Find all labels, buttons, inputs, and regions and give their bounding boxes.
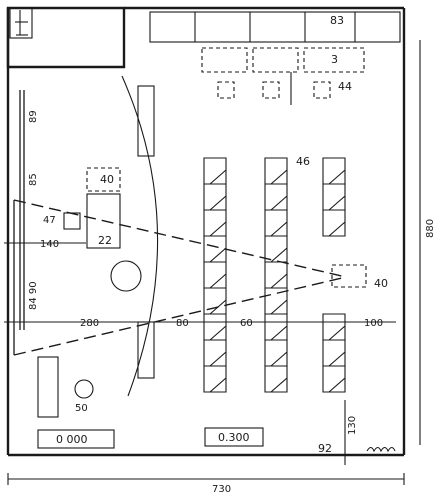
heater-symbol [366,446,396,453]
seat [203,209,227,237]
label-50: 50 [75,403,88,414]
table-22 [86,193,121,249]
left-equipment: 40 22 47 50 [37,167,142,418]
label-40-top: 40 [100,173,114,186]
box-0300 [204,427,264,447]
seat-column-3-upper [322,157,346,237]
divider-pillar-lower [137,321,155,379]
label-46: 46 [296,155,310,168]
dashed-chair-1 [217,81,235,99]
dashed-box-40 [86,167,121,192]
seat [264,313,288,341]
divider-pillar-upper [137,85,155,157]
seat [203,339,227,367]
divider-curve [121,75,159,397]
label-44: 44 [338,80,352,93]
dim-80: 80 [176,318,189,329]
seat [322,313,346,341]
cabinet-box [9,7,33,39]
dim-60: 60 [240,318,253,329]
dashed-chair-2 [262,81,280,99]
label-83: 83 [330,14,344,27]
label-92: 92 [318,442,332,455]
seat [322,339,346,367]
counter-outline [149,11,401,43]
seat-column-2 [264,157,288,393]
room-walls [6,6,406,457]
label-22: 22 [98,234,112,247]
top-counter: 83 [149,11,401,43]
label-3: 3 [331,53,338,66]
seat [322,157,346,185]
round-table [110,260,142,292]
projection-lines: 40 [13,199,388,356]
label-40-right: 40 [374,277,388,290]
seat [203,365,227,393]
label-47: 47 [43,215,56,226]
dim-130: 130 [347,416,358,435]
seat [322,209,346,237]
box-0000 [37,429,115,449]
seat [264,209,288,237]
seat [264,261,288,289]
central-divider [121,75,159,397]
seat [322,365,346,393]
dimension-lines: 140 280 80 60 100 89 85 84 90 130 880 73… [4,40,436,495]
seat [203,183,227,211]
dashed-desk-1 [201,47,248,73]
dashed-desk-2 [252,47,299,73]
label-0300: 0.300 [218,431,250,444]
seat-column-3-lower [322,313,346,393]
seat [203,157,227,185]
dim-140: 140 [40,239,59,250]
projection-line-lower [13,276,347,356]
seat [264,365,288,393]
seating-rows: 46 [203,155,346,393]
seat [203,261,227,289]
dim-280: 280 [80,318,99,329]
top-dashed-desks: 3 44 [201,47,365,105]
bench-left [37,356,59,418]
seat-column-1 [203,157,227,393]
seat [264,183,288,211]
dim-730: 730 [212,484,231,495]
dashed-box-40-right [331,264,367,288]
dashed-chair-3 [313,81,331,99]
label-0000: 0 000 [56,433,88,446]
left-wall-board [19,90,25,330]
seat [264,235,288,263]
dim-880: 880 [425,219,436,238]
seat [264,339,288,367]
dim-89: 89 [28,110,39,123]
dashed-desk-3 [303,47,365,73]
seat [264,157,288,185]
dim-84-90: 84 90 [28,281,39,310]
seat [322,183,346,211]
seat [203,235,227,263]
stool-50 [74,379,94,399]
dim-100: 100 [364,318,383,329]
seat [203,313,227,341]
bottom-boxes: 0 000 0.300 92 [37,427,396,455]
dim-85: 85 [28,173,39,186]
projection-line-upper [13,199,347,278]
